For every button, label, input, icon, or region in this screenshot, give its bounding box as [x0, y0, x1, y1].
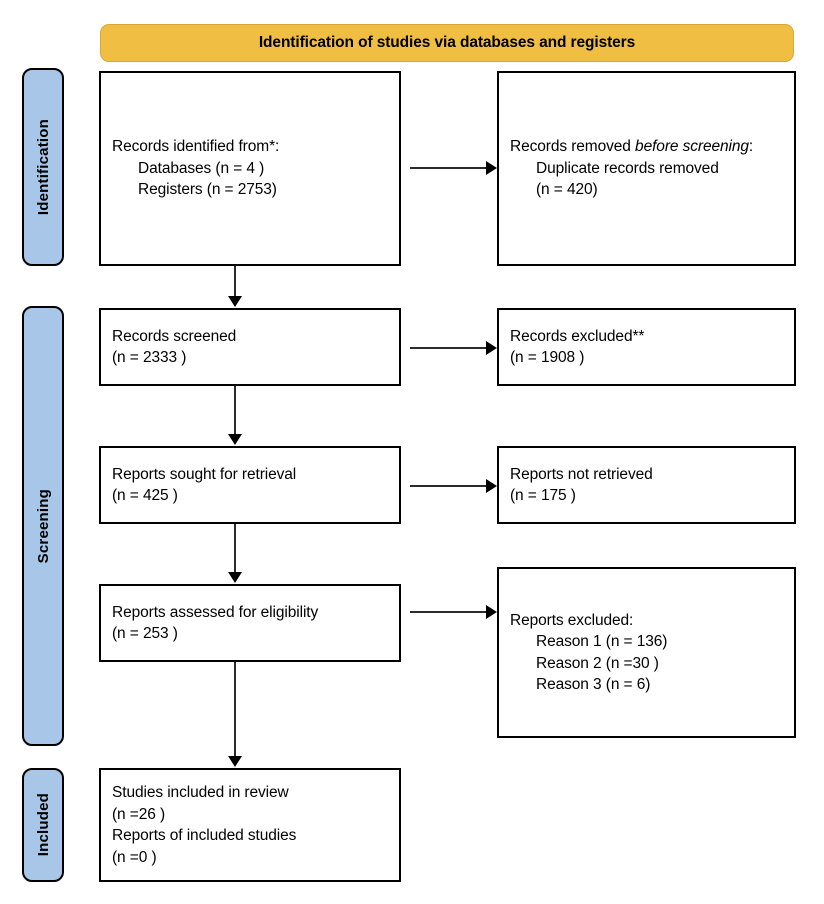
- node-reports-not-retrieved: Reports not retrieved (n = 175 ): [497, 446, 796, 524]
- node-line: Reports of included studies: [112, 827, 297, 844]
- node-line: Reason 1 (n = 136): [536, 633, 668, 650]
- node-line: Reports not retrieved: [510, 465, 653, 483]
- node-line: Records identified from*:: [112, 138, 280, 156]
- connector-identified-to-removed: [410, 167, 488, 169]
- removed-text-pre: Records removed: [510, 138, 636, 156]
- phase-label-identification: Identification: [34, 118, 52, 216]
- node-records-removed-before-screening: Records removed before screening: Duplic…: [497, 71, 796, 266]
- arrowhead-screened-to-excluded: [486, 341, 497, 355]
- node-line: (n =0 ): [112, 848, 157, 866]
- arrowhead-screened-to-sought: [228, 434, 242, 445]
- phase-label-screening: Screening: [34, 488, 52, 564]
- node-line: Registers (n = 2753): [138, 181, 277, 199]
- node-line: Reason 3 (n = 6): [536, 676, 651, 693]
- node-line: Reports sought for retrieval: [112, 465, 297, 483]
- node-records-screened: Records screened (n = 2333 ): [99, 308, 401, 386]
- node-records-identified: Records identified from*: Databases (n =…: [99, 71, 401, 266]
- node-line: (n = 253 ): [112, 625, 178, 642]
- node-line: Duplicate records removed: [536, 159, 719, 177]
- connector-screened-to-excluded: [410, 347, 488, 349]
- node-line: (n = 1908 ): [510, 349, 585, 366]
- connector-screened-to-sought: [234, 386, 236, 436]
- node-line: (n = 420): [536, 181, 598, 199]
- removed-text-post: :: [748, 138, 754, 156]
- node-line: Reason 2 (n =30 ): [536, 654, 659, 672]
- node-line: Records screened: [112, 327, 237, 345]
- node-line: Reports assessed for eligibility: [112, 603, 319, 621]
- node-records-excluded: Records excluded** (n = 1908 ): [497, 308, 796, 386]
- connector-identified-to-screened: [234, 266, 236, 298]
- banner-identification-header: Identification of studies via databases …: [100, 24, 794, 62]
- node-studies-included-in-review: Studies included in review (n =26 ) Repo…: [99, 768, 401, 882]
- connector-sought-to-not-retrieved: [410, 485, 488, 487]
- arrowhead-identified-to-removed: [486, 161, 497, 175]
- node-line: (n = 425 ): [112, 487, 178, 504]
- banner-title: Identification of studies via databases …: [258, 34, 636, 51]
- arrowhead-sought-to-not-retrieved: [486, 479, 497, 493]
- phase-pill-screening: Screening: [22, 306, 64, 746]
- node-line: Databases (n = 4 ): [138, 159, 265, 177]
- node-line: (n = 2333 ): [112, 349, 187, 366]
- node-line: Reports excluded:: [510, 611, 634, 629]
- node-line: Records excluded**: [510, 327, 645, 345]
- connector-sought-to-assessed: [234, 524, 236, 574]
- node-reports-sought-for-retrieval: Reports sought for retrieval (n = 425 ): [99, 446, 401, 524]
- phase-pill-included: Included: [22, 768, 64, 882]
- arrowhead-assessed-to-included: [228, 756, 242, 767]
- node-line-records-removed: Records removed before screening:: [510, 136, 783, 158]
- phase-pill-identification: Identification: [22, 68, 64, 266]
- phase-label-included: Included: [34, 793, 52, 857]
- node-line: Studies included in review: [112, 784, 289, 801]
- connector-assessed-to-excluded-reports: [410, 611, 488, 613]
- arrowhead-assessed-to-excluded-reports: [486, 605, 497, 619]
- node-line: (n = 175 ): [510, 487, 576, 504]
- node-reports-excluded-with-reasons: Reports excluded: Reason 1 (n = 136) Rea…: [497, 567, 796, 738]
- node-reports-assessed-for-eligibility: Reports assessed for eligibility (n = 25…: [99, 584, 401, 662]
- arrowhead-identified-to-screened: [228, 296, 242, 307]
- removed-text-italic: before screening: [635, 138, 749, 156]
- arrowhead-sought-to-assessed: [228, 572, 242, 583]
- connector-assessed-to-included: [234, 662, 236, 758]
- node-line: (n =26 ): [112, 805, 166, 823]
